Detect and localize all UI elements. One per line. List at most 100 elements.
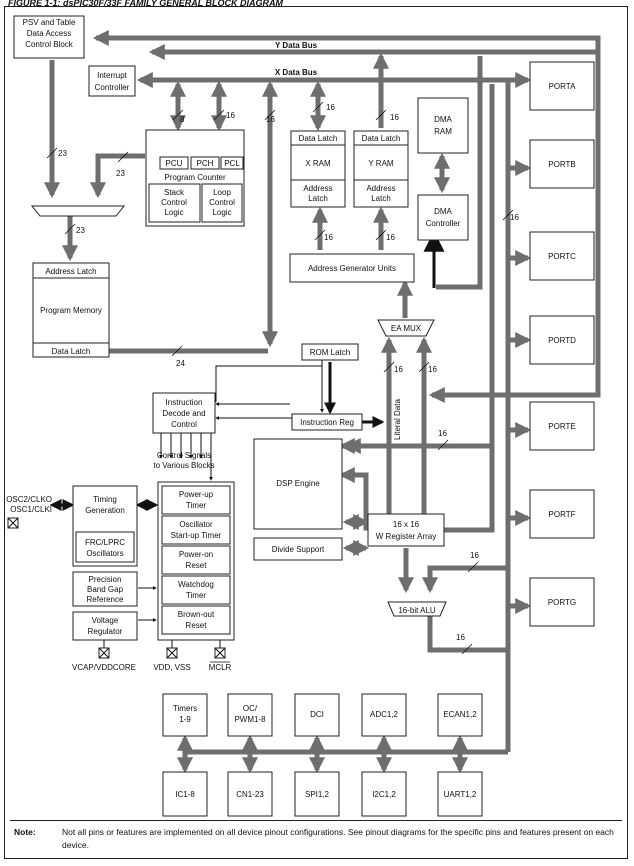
por-label-2: Reset (186, 561, 208, 570)
stack-label-1: Stack (164, 188, 185, 197)
pm-address-latch-label: Address Latch (45, 267, 96, 276)
width-16-dma: 16 (510, 213, 519, 222)
figure-title: FIGURE 1-1: dsPIC30F/33F FAMILY GENERAL … (8, 0, 284, 8)
loop-label-1: Loop (213, 188, 231, 197)
interrupt-label-1: Interrupt (97, 71, 128, 80)
width-16-ea-2: 16 (428, 365, 437, 374)
peripheral-top-1 (227, 693, 273, 737)
y-addr-label-2: Latch (371, 194, 391, 203)
peripheral-bottom-0 (162, 771, 208, 817)
port-label-portf: PORTF (549, 510, 576, 519)
ost-label-1: Oscillator (179, 520, 213, 529)
peripheral-bottom-2 (294, 771, 340, 817)
dsp-label: DSP Engine (276, 479, 320, 488)
vreg-label-1: Voltage (92, 616, 119, 625)
psv-control-block (13, 15, 85, 59)
port-label-porta: PORTA (549, 82, 576, 91)
peripheral-bottom-4 (437, 771, 483, 817)
pcu-register (159, 156, 189, 170)
peripheral-top-label-3-0: ADC1,2 (370, 710, 399, 719)
dma-ctrl-label-1: DMA (434, 207, 452, 216)
peripheral-top-2 (294, 693, 340, 737)
peripheral-top-label-1-0: OC/ (243, 704, 258, 713)
dma-ram-label-2: RAM (434, 127, 452, 136)
peripheral-bottom-label-2: SPI1,2 (305, 790, 330, 799)
footnote: Note: Not all pins or features are imple… (10, 820, 622, 852)
width-23-a: 23 (58, 149, 67, 158)
width-8: 8 (180, 115, 185, 124)
pcl-label: PCL (224, 159, 240, 168)
por-label-1: Power-on (179, 550, 213, 559)
loop-label-2: Control (209, 198, 235, 207)
dsp-engine (253, 438, 343, 530)
vdd-pin-label: VDD, VSS (153, 663, 190, 672)
width-16-agu-y: 16 (386, 233, 395, 242)
divide-support (253, 537, 343, 561)
peripheral-top-label-1-1: PWM1-8 (234, 715, 266, 724)
width-16-alu-out: 16 (456, 633, 465, 642)
brown-out-reset (161, 605, 231, 635)
frc-lprc-oscillators (75, 531, 135, 563)
timing-label-2: Generation (85, 506, 125, 515)
osc1-pin-label: OSC1/CLKI (10, 505, 52, 514)
ea-mux (377, 319, 435, 337)
program-memory (32, 262, 110, 358)
pcu-label: PCU (166, 159, 183, 168)
watchdog-timer (161, 575, 231, 605)
port-label-portc: PORTC (548, 252, 576, 261)
wdt-label-1: Watchdog (178, 580, 214, 589)
power-up-timer (161, 485, 231, 515)
rom-latch (301, 343, 359, 361)
y-data-bus-label: Y Data Bus (275, 41, 318, 50)
band-gap-reference (72, 571, 138, 607)
pch-register (190, 156, 220, 170)
interrupt-controller (88, 65, 136, 97)
port-box-portb (529, 139, 595, 189)
port-box-portg (529, 577, 595, 627)
dma-controller (417, 194, 469, 241)
port-box-portd (529, 315, 595, 365)
control-signals-label-1: Control Signals (157, 451, 211, 460)
instr-decode-label-1: Instruction (166, 398, 203, 407)
timing-label-1: Timing (93, 495, 117, 504)
loop-label-3: Logic (212, 208, 231, 217)
peripheral-top-label-4-0: ECAN1,2 (443, 710, 477, 719)
x-data-bus-label: X Data Bus (275, 68, 318, 77)
peripheral-top-label-2-0: DCI (310, 710, 324, 719)
peripheral-bottom-label-0: IC1-8 (175, 790, 195, 799)
note-text: Not all pins or features are implemented… (62, 827, 614, 850)
ea-mux-label: EA MUX (391, 324, 422, 333)
peripheral-bottom-1 (227, 771, 273, 817)
interrupt-label-2: Controller (95, 83, 130, 92)
ost-label-2: Start-up Timer (171, 531, 222, 540)
peripheral-top-0 (162, 693, 208, 737)
address-mux (30, 205, 126, 217)
instruction-register (291, 413, 363, 431)
width-23-c: 23 (76, 226, 85, 235)
width-16-pc: 16 (226, 111, 235, 120)
bandgap-label-2: Band Gap (87, 585, 124, 594)
peripheral-top-4 (437, 693, 483, 737)
psv-label-2: Data Access (27, 29, 71, 38)
bandgap-label-1: Precision (89, 575, 122, 584)
dma-ctrl-label-2: Controller (426, 219, 461, 228)
peripheral-top-3 (361, 693, 407, 737)
voltage-regulator (72, 611, 138, 641)
x-addr-label-2: Latch (308, 194, 328, 203)
alu-16bit (387, 601, 447, 617)
width-16-dsp: 16 (438, 429, 447, 438)
vcap-pin-label: VCAP/VDDCORE (72, 663, 136, 672)
port-label-portb: PORTB (548, 160, 575, 169)
powerup-label-2: Timer (186, 501, 206, 510)
y-data-latch-label: Data Latch (362, 134, 401, 143)
port-box-portf (529, 489, 595, 539)
width-16-xram: 16 (326, 103, 335, 112)
pcl-register (220, 156, 244, 170)
stack-control-logic (148, 183, 201, 223)
agu-label: Address Generator Units (308, 264, 396, 273)
diagram-frame (4, 6, 628, 859)
peripheral-bottom-label-4: UART1,2 (444, 790, 477, 799)
dma-ram (417, 97, 469, 154)
